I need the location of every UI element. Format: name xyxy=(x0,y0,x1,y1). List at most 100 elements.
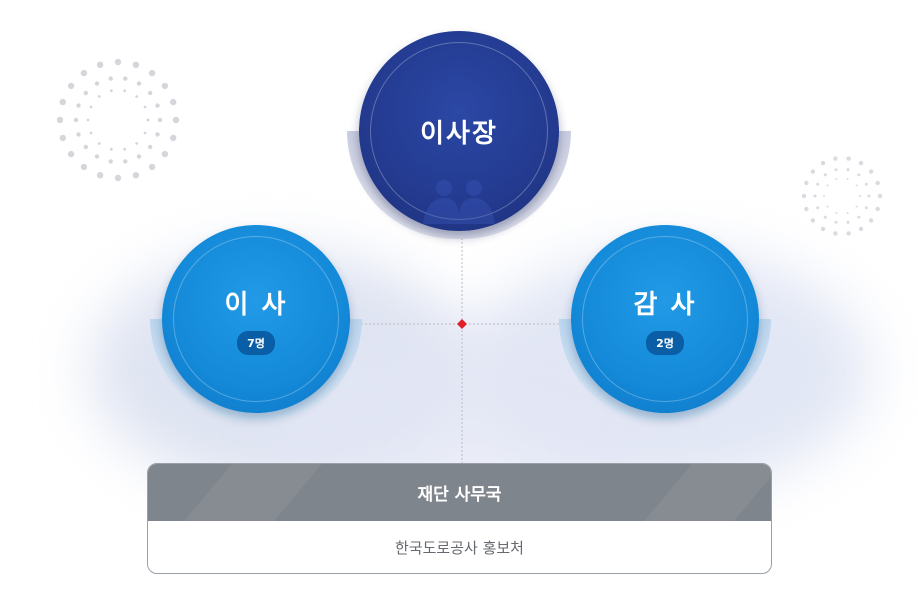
ring-dot xyxy=(820,160,826,166)
ring-dot xyxy=(867,194,871,198)
ring-dot xyxy=(834,168,838,172)
ring-dot xyxy=(96,172,104,179)
ring-dot xyxy=(148,90,153,96)
ring-dot xyxy=(161,150,169,158)
ring-dot xyxy=(875,180,880,186)
ring-dot xyxy=(123,147,127,151)
ring-dot xyxy=(155,132,160,137)
ring-dot xyxy=(67,82,75,90)
ring-dot xyxy=(94,154,100,159)
ring-dot xyxy=(143,105,147,109)
ring-dot xyxy=(83,144,88,150)
directors-count-badge: 7명 xyxy=(237,330,275,355)
ring-dot xyxy=(823,195,825,197)
ring-dot xyxy=(846,156,851,161)
ring-dot xyxy=(846,212,849,215)
ring-dot xyxy=(114,174,122,182)
ring-dot xyxy=(859,195,861,197)
ring-dot xyxy=(172,116,180,124)
ring-dot xyxy=(877,193,883,199)
ring-dot xyxy=(155,103,160,108)
auditors-inner-ring xyxy=(582,236,748,402)
ring-dot xyxy=(123,89,127,93)
ring-dot xyxy=(135,95,139,98)
ring-dot xyxy=(59,98,66,106)
connector-junction-dot xyxy=(457,319,467,329)
ring-dot xyxy=(816,182,820,186)
ring-dot xyxy=(857,173,861,177)
ring-dot xyxy=(820,226,826,232)
ring-dot xyxy=(864,182,868,186)
ring-dot xyxy=(94,81,100,86)
ring-dot xyxy=(97,95,101,98)
directors-inner-ring xyxy=(173,236,339,402)
directors-circle: 이 사 7명 xyxy=(162,225,350,413)
ring-dot xyxy=(89,131,93,135)
ring-dot xyxy=(823,173,827,177)
ring-dot xyxy=(56,116,64,124)
ring-dot xyxy=(858,160,864,166)
ring-dot xyxy=(804,180,809,186)
people-icon xyxy=(423,180,495,224)
ring-dot xyxy=(73,117,79,123)
ring-dot xyxy=(804,206,809,212)
directors-title: 이 사 xyxy=(224,289,288,320)
ring-dot xyxy=(67,150,75,158)
chairman-inner-ring xyxy=(370,42,548,220)
ring-dot xyxy=(108,159,113,164)
ring-dot xyxy=(846,168,850,172)
ring-dot xyxy=(132,61,140,68)
ring-dot xyxy=(108,76,113,81)
ring-dot xyxy=(810,218,816,223)
ring-dot xyxy=(864,206,868,210)
ring-dot xyxy=(109,89,113,93)
ring-dot xyxy=(846,231,851,236)
ring-dot xyxy=(857,215,861,219)
ring-dot xyxy=(826,205,829,208)
ring-dot xyxy=(148,69,156,77)
ring-dot xyxy=(801,193,807,199)
ring-dot xyxy=(136,154,142,159)
auditors-title: 감 사 xyxy=(633,289,697,320)
ring-dot xyxy=(170,98,177,106)
ring-dot xyxy=(135,142,139,145)
chairman-circle: 이사장 xyxy=(359,31,559,231)
ring-dot xyxy=(136,81,142,86)
office-header: 재단 사무국 xyxy=(148,464,771,521)
ring-dot xyxy=(80,163,88,171)
ring-dot xyxy=(161,82,169,90)
ring-dot xyxy=(846,220,850,224)
ring-dot xyxy=(875,206,880,212)
auditors-node: 감 사 2명 xyxy=(559,225,771,421)
ring-dot xyxy=(810,169,816,174)
ring-dot xyxy=(833,231,838,236)
ring-dot xyxy=(132,172,140,179)
ring-dot xyxy=(80,69,88,77)
office-title: 재단 사무국 xyxy=(417,485,502,505)
ring-dot xyxy=(148,144,153,150)
ring-dot xyxy=(835,177,838,180)
directors-node: 이 사 7명 xyxy=(150,225,362,421)
ring-dot xyxy=(76,132,81,137)
ring-dot xyxy=(97,142,101,145)
chairman-title: 이사장 xyxy=(420,118,498,149)
ring-dot xyxy=(833,156,838,161)
auditors-circle: 감 사 2명 xyxy=(571,225,759,413)
ring-dot xyxy=(834,220,838,224)
ring-dot xyxy=(157,117,163,123)
office-header-stripe xyxy=(644,464,771,521)
ring-dot xyxy=(86,118,90,122)
ring-dot xyxy=(855,184,858,187)
ring-dot xyxy=(123,159,128,164)
ring-dot xyxy=(89,105,93,109)
ring-dot xyxy=(846,177,849,180)
ring-dot xyxy=(823,215,827,219)
ring-dot xyxy=(143,131,147,135)
ring-dot xyxy=(826,184,829,187)
ring-dot xyxy=(146,118,150,122)
ring-dot xyxy=(123,76,128,81)
dot-ring-left-decoration xyxy=(56,58,180,182)
office-subtitle: 한국도로공사 홍보처 xyxy=(395,538,524,557)
ring-dot xyxy=(835,212,838,215)
